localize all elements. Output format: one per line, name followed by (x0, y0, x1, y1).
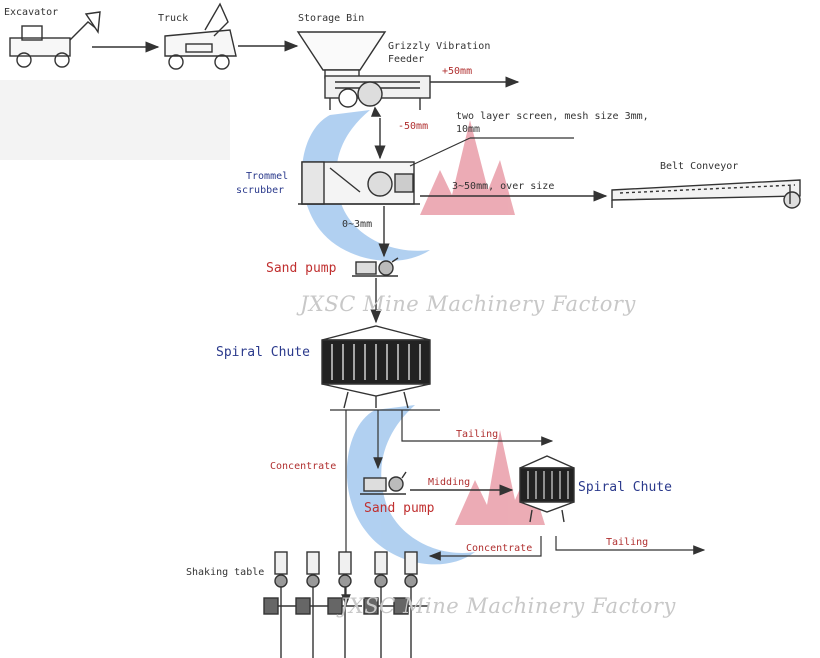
excavator-drawing (9, 11, 101, 68)
label-trommel-2: scrubber (236, 185, 285, 196)
watermark-text-bottom: JXSC Mine Machinery Factory (340, 594, 676, 618)
label-spiral-chute-right: Spiral Chute (578, 480, 672, 495)
spiral-chute-top-drawing (321, 325, 431, 409)
label-sand-pump-top: Sand pump (266, 261, 337, 276)
shaking-table-4 (363, 551, 398, 658)
shaking-tables-drawing (263, 551, 428, 658)
label-concentrate-left: Concentrate (270, 461, 337, 472)
trommel-scrubber-drawing (298, 161, 420, 205)
label-tailing-top: Tailing (456, 429, 499, 440)
shaking-table-5 (393, 551, 428, 658)
belt-conveyor-drawing (611, 179, 801, 209)
shaking-table-3 (327, 551, 362, 658)
label-belt-conveyor: Belt Conveyor (660, 161, 739, 172)
watermark-text-top: JXSC Mine Machinery Factory (300, 292, 636, 316)
shaking-table-1 (263, 551, 300, 658)
label-shaking-table: Shaking table (186, 567, 265, 578)
label-0-3mm: 0~3mm (342, 219, 373, 230)
label-excavator: Excavator (4, 7, 59, 18)
watermark-logo-top (301, 110, 515, 261)
label-plus-50mm: +50mm (442, 66, 473, 77)
label-concentrate-bottom: Concentrate (466, 543, 533, 554)
blurred-region (0, 80, 230, 160)
label-screen-note-2: 10mm (456, 124, 481, 135)
label-trommel-1: Trommel (246, 171, 289, 182)
spiral-chute-right-drawing (519, 455, 575, 523)
label-midding: Midding (428, 477, 471, 488)
label-tailing-bottom: Tailing (606, 537, 649, 548)
storage-bin-drawing (296, 31, 387, 79)
sand-pump-top-drawing (352, 257, 399, 277)
shaking-table-2 (295, 551, 330, 658)
grizzly-feeder-drawing (324, 75, 431, 117)
label-storage-bin: Storage Bin (298, 13, 365, 24)
label-sand-pump-mid: Sand pump (364, 501, 435, 516)
label-grizzly-feeder-2: Feeder (388, 54, 425, 65)
label-screen-note-1: two layer screen, mesh size 3mm, (456, 111, 649, 122)
sand-pump-mid-drawing (360, 471, 407, 495)
truck-drawing (164, 2, 237, 70)
label-grizzly-feeder-1: Grizzly Vibration (388, 41, 491, 52)
label-minus-50mm: -50mm (398, 121, 429, 132)
label-oversize: 3~50mm, over size (452, 181, 555, 192)
label-spiral-chute-top: Spiral Chute (216, 345, 310, 360)
label-truck: Truck (158, 13, 189, 24)
